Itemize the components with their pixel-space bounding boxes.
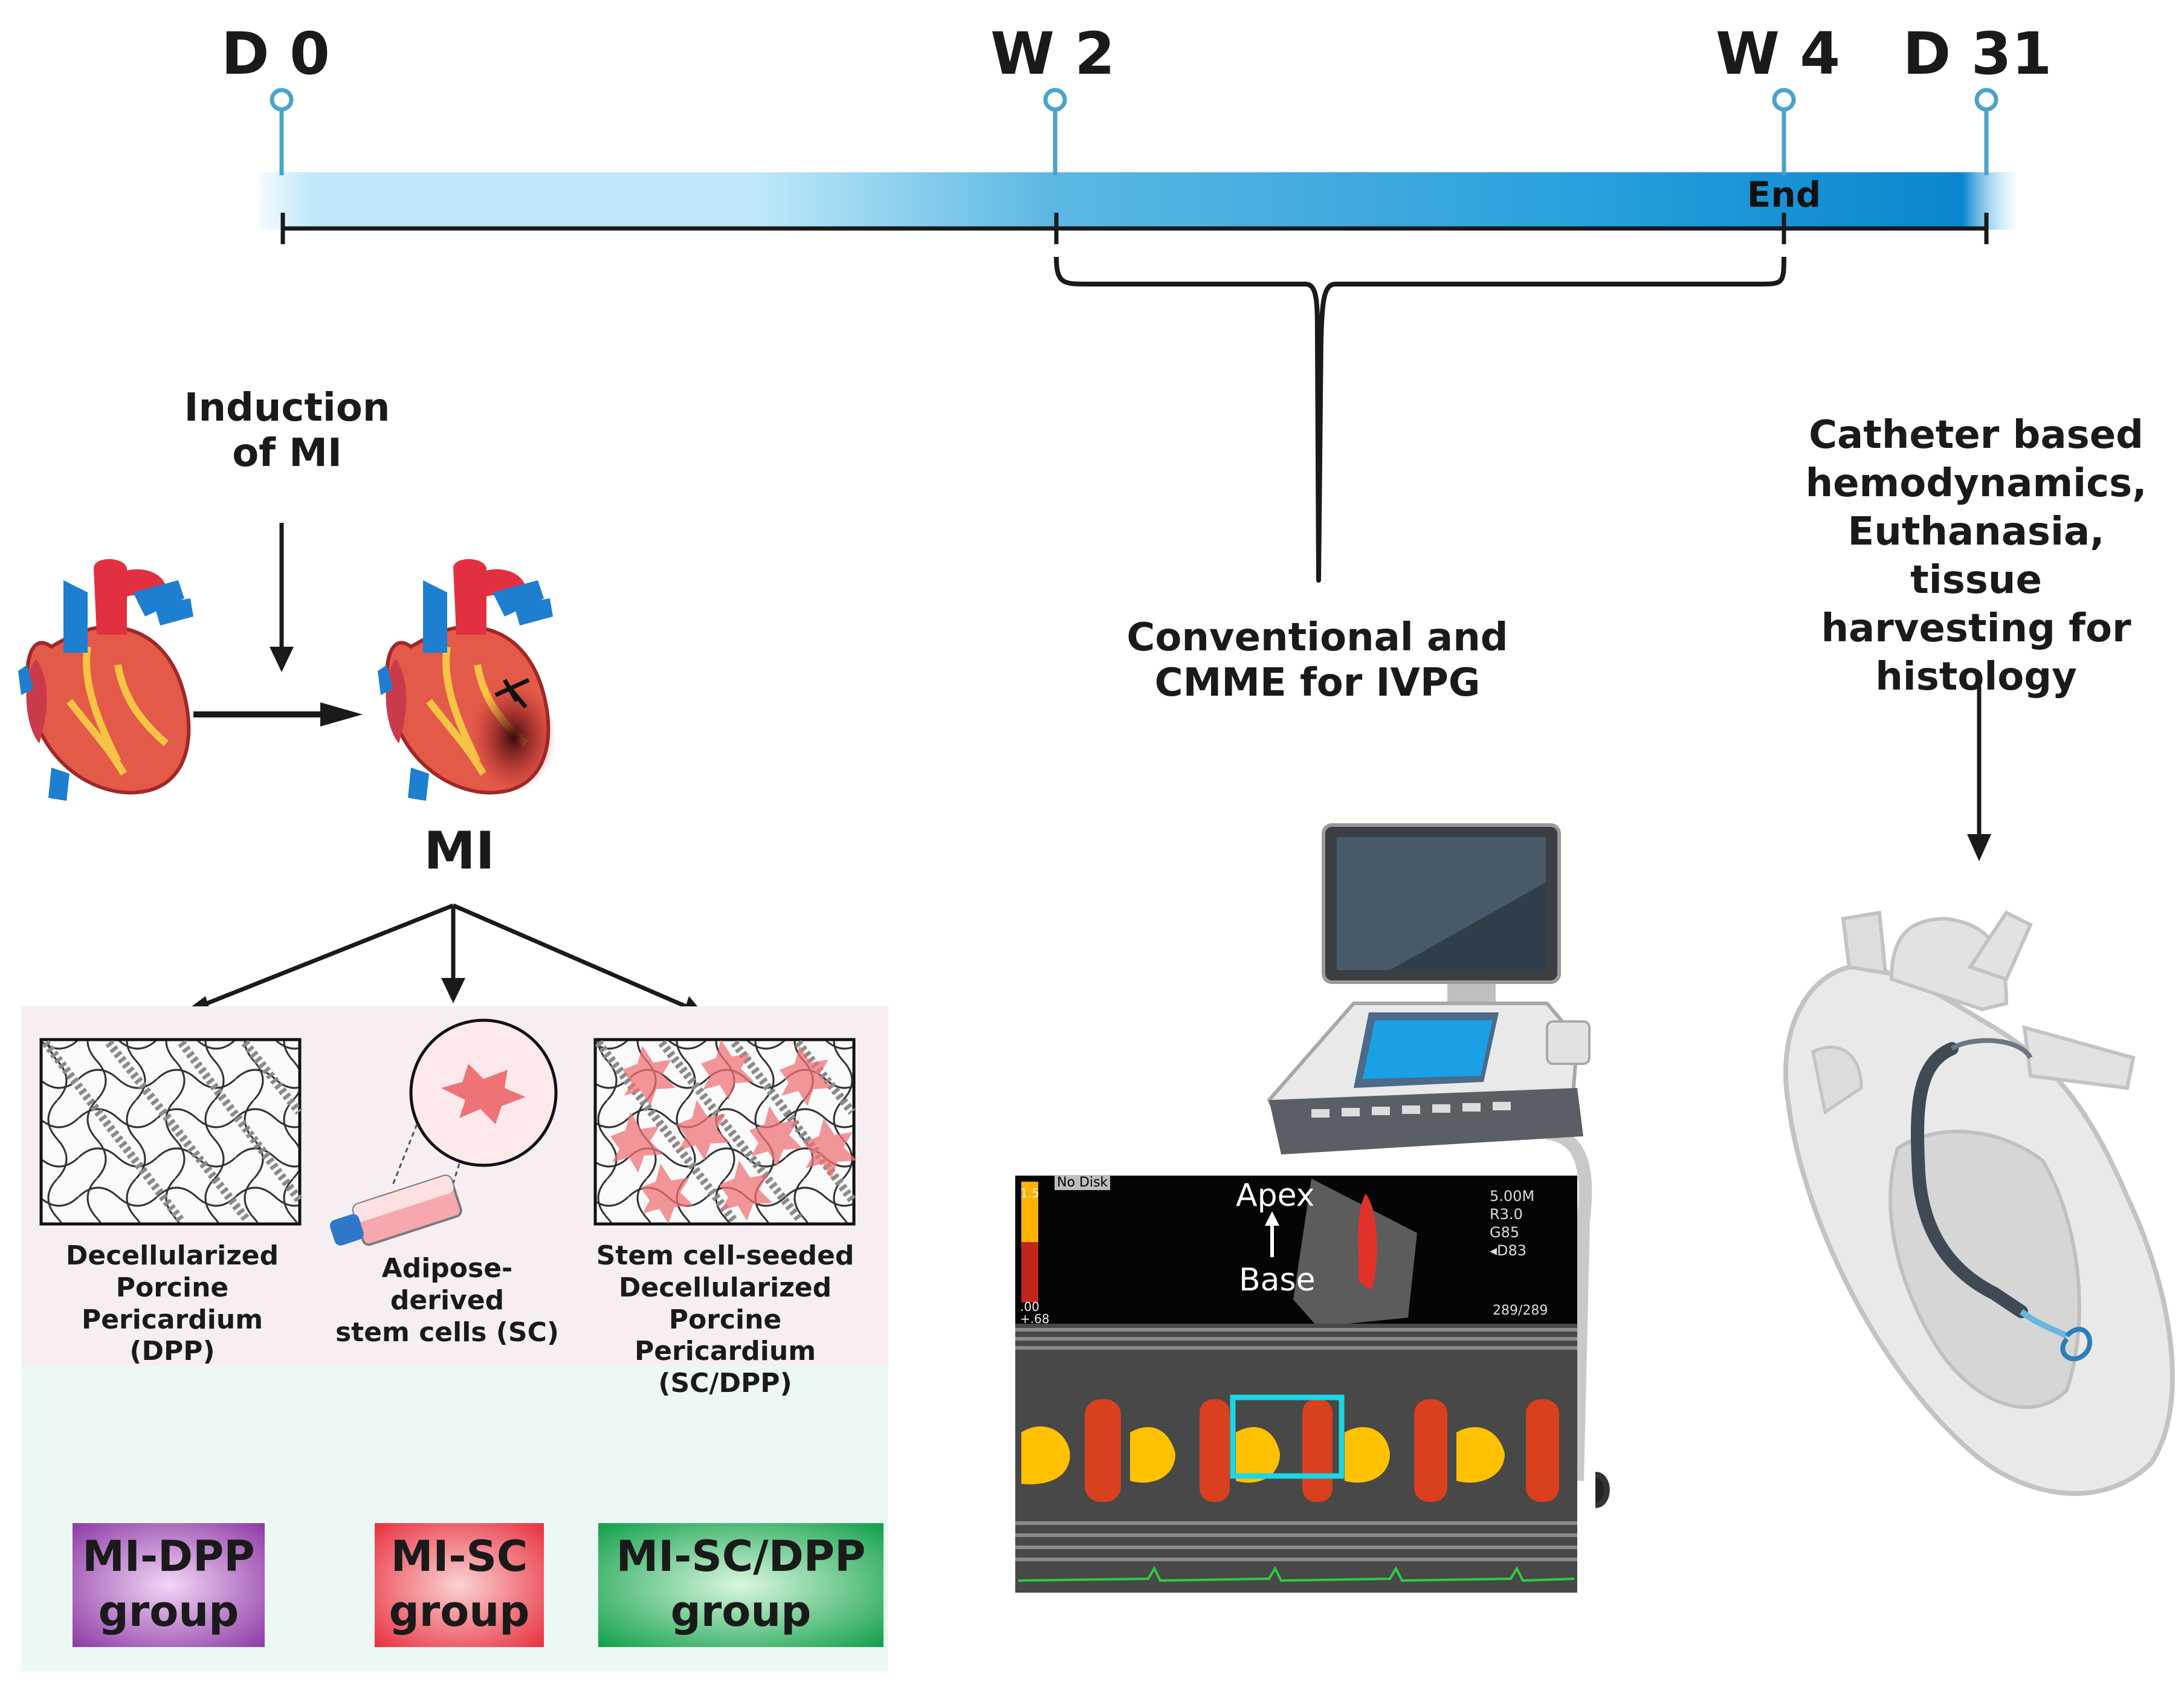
us-scale-bottom: +.68 [1020,1312,1050,1326]
timeline-markers [280,213,1989,244]
treatment-sc-dpp-label: Stem cell-seeded Decellularized Porcine … [596,1240,855,1399]
sc-dpp-scaffold-image [593,1038,857,1226]
infarcted-heart-image [378,559,556,801]
us-base-label: Base [1239,1262,1316,1298]
echo-image [1015,1176,1577,1593]
induction-label: Induction of MI [184,386,390,476]
group-box-mi-sc [375,1523,544,1647]
treatment-dpp-label: Decellularized Porcine Pericardium (DPP) [65,1240,279,1367]
timeline-labels: D 0 W 2 W 4 D 31 [221,20,2052,88]
group-box-mi-dpp [73,1523,265,1647]
us-apex-label: Apex [1236,1177,1315,1214]
group-mi-sc-label: MI-SC group [389,1532,530,1636]
group-mi-dpp-label: MI-DPP group [82,1532,255,1636]
echo-label: Conventional and CMME for IVPG [1126,615,1508,705]
timeline-end-label: End [1747,174,1821,215]
timeline-label-w2: W 2 [990,20,1115,88]
us-params: 5.00M R3.0 G85 ◂D83 [1490,1188,1535,1259]
mi-label: MI [424,821,495,881]
healthy-heart-image [18,559,193,801]
timeline-label-d31: D 31 [1903,20,2052,88]
timeline-pins [270,88,1998,175]
catheter-heart-image [1783,910,2175,1496]
dpp-scaffold-image [39,1038,303,1226]
catheter-label: Catheter based hemodynamics, Euthanasia,… [1805,413,2147,699]
timeline-bar [260,172,2015,230]
us-scale-mid: .00 [1020,1300,1039,1314]
us-no-disk: No Disk [1055,1175,1111,1190]
stem-cell-image [329,1018,558,1246]
us-frame-counter: 289/289 [1493,1303,1548,1318]
group-mi-sc-dpp-label: MI-SC/DPP group [616,1532,866,1636]
ultrasound-machine-image [1267,823,1610,1508]
us-scale-top: 1.5 [1020,1186,1039,1200]
echo-brace [1054,256,1786,583]
timeline-label-w4: W 4 [1716,20,1840,88]
treatment-sc-label: Adipose-derived stem cells (SC) [335,1253,560,1348]
group-box-mi-sc-dpp [598,1523,884,1647]
timeline-label-d0: D 0 [221,20,330,88]
